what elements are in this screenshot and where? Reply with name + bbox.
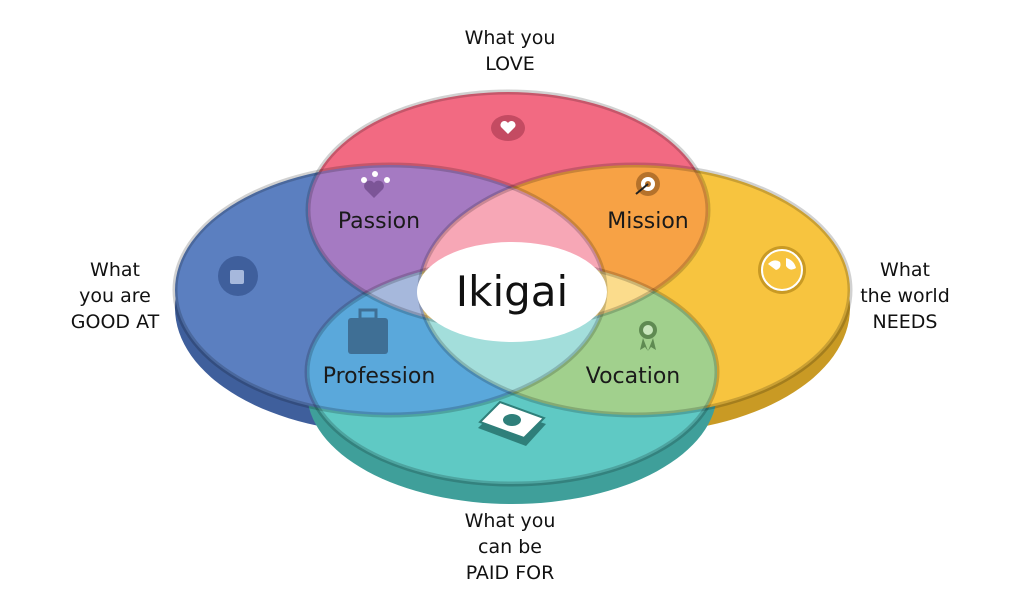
good-at-label: What you are GOOD AT — [50, 257, 180, 335]
paid-for-line-1: What you — [464, 510, 556, 532]
money-icon — [478, 400, 546, 446]
globe-icon — [758, 246, 806, 294]
love-line-1: What you — [464, 27, 556, 49]
center-bottom — [420, 260, 605, 415]
ikigai-title: Ikigai — [456, 267, 568, 316]
thumbs-up-icon — [218, 256, 258, 296]
center-right — [420, 260, 708, 328]
passion-label: Passion — [338, 209, 420, 234]
paid-for-label: What you can be PAID FOR — [430, 508, 590, 586]
heart-icon — [491, 115, 525, 141]
paid-for-line-2: can be — [478, 536, 542, 558]
briefcase-icon — [348, 308, 388, 354]
profession-label: Profession — [323, 364, 436, 389]
good-at-line-3: GOOD AT — [70, 311, 160, 333]
center-left — [308, 260, 605, 328]
mission-label: Mission — [607, 209, 689, 234]
good-at-line-1: What — [90, 259, 140, 281]
world-needs-line-3: NEEDS — [872, 311, 938, 333]
award-icon — [639, 321, 657, 351]
world-needs-line-1: What — [880, 259, 930, 281]
target-icon — [635, 172, 660, 196]
center-ellipse — [417, 242, 607, 342]
good-at-line-2: you are — [79, 285, 151, 307]
paid-for-line-3: PAID FOR — [465, 562, 555, 584]
love-line-2: LOVE — [485, 53, 535, 75]
vocation-label: Vocation — [586, 364, 681, 389]
world-needs-line-2: the world — [860, 285, 950, 307]
stars-heart-icon — [361, 171, 390, 198]
love-label: What you LOVE — [430, 25, 590, 77]
center-top — [420, 165, 605, 328]
world-needs-label: What the world NEEDS — [840, 257, 970, 335]
